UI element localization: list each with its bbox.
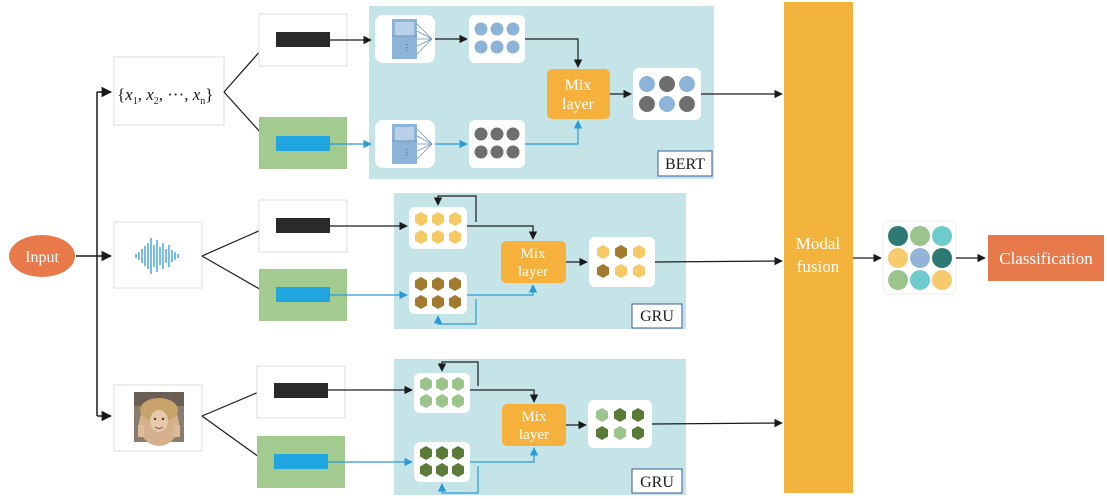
svg-text:GRU: GRU bbox=[640, 474, 674, 491]
token-embedding-block-upper: ⋮ bbox=[375, 15, 435, 63]
text-sequence-formula: {x1, x2, ···, xn} bbox=[117, 85, 213, 107]
svg-text:Mix: Mix bbox=[520, 246, 546, 262]
gru-label-audio: GRU bbox=[631, 303, 683, 329]
svg-text:layer: layer bbox=[518, 264, 548, 280]
modal-fusion-block: Modal fusion bbox=[784, 2, 853, 493]
svg-text:layer: layer bbox=[519, 427, 549, 443]
waveform-icon bbox=[135, 238, 179, 274]
classification-block: Classification bbox=[988, 235, 1104, 281]
face-photo-icon bbox=[134, 392, 184, 446]
svg-text:⋮: ⋮ bbox=[403, 43, 411, 52]
audio-feature-lower bbox=[409, 272, 467, 314]
video-feature-lower bbox=[414, 442, 470, 482]
svg-text:Classification: Classification bbox=[999, 249, 1093, 268]
video-feature-upper bbox=[414, 373, 470, 413]
svg-text:Mix: Mix bbox=[565, 77, 592, 94]
svg-text:GRU: GRU bbox=[640, 308, 674, 325]
svg-text:fusion: fusion bbox=[797, 257, 840, 276]
svg-text:⋮: ⋮ bbox=[403, 148, 411, 157]
bert-feature-lower bbox=[469, 120, 525, 168]
audio-source-box bbox=[113, 221, 203, 289]
svg-text:layer: layer bbox=[562, 96, 595, 113]
audio-mix-layer: Mix layer bbox=[501, 241, 566, 283]
svg-text:BERT: BERT bbox=[665, 156, 705, 173]
svg-text:Mix: Mix bbox=[521, 409, 547, 425]
encoder-video-upper bbox=[256, 365, 346, 419]
bert-arrows bbox=[330, 34, 783, 149]
video-output-block bbox=[588, 400, 652, 448]
encoder-text-lower bbox=[259, 117, 347, 169]
audio-output-block bbox=[589, 237, 655, 287]
gru-label-video: GRU bbox=[631, 468, 683, 494]
audio-feature-upper bbox=[409, 207, 467, 249]
input-branch-lines bbox=[76, 86, 113, 422]
audio-arrows bbox=[330, 195, 783, 325]
fused-feature-grid bbox=[882, 220, 957, 295]
input-node: Input bbox=[9, 235, 75, 277]
video-mix-layer: Mix layer bbox=[502, 404, 566, 446]
video-source-box bbox=[113, 384, 203, 452]
token-embedding-block-lower: ⋮ bbox=[375, 120, 435, 168]
bert-mix-layer: Mix layer bbox=[547, 69, 610, 119]
video-arrows bbox=[328, 361, 783, 494]
input-label: Input bbox=[25, 249, 59, 266]
encoder-video-lower bbox=[257, 436, 345, 488]
bert-feature-upper bbox=[469, 15, 525, 63]
bert-label: BERT bbox=[657, 150, 713, 177]
bert-output-block bbox=[633, 68, 701, 120]
svg-text:Modal: Modal bbox=[796, 234, 841, 253]
text-source-box: {x1, x2, ···, xn} bbox=[113, 56, 225, 126]
